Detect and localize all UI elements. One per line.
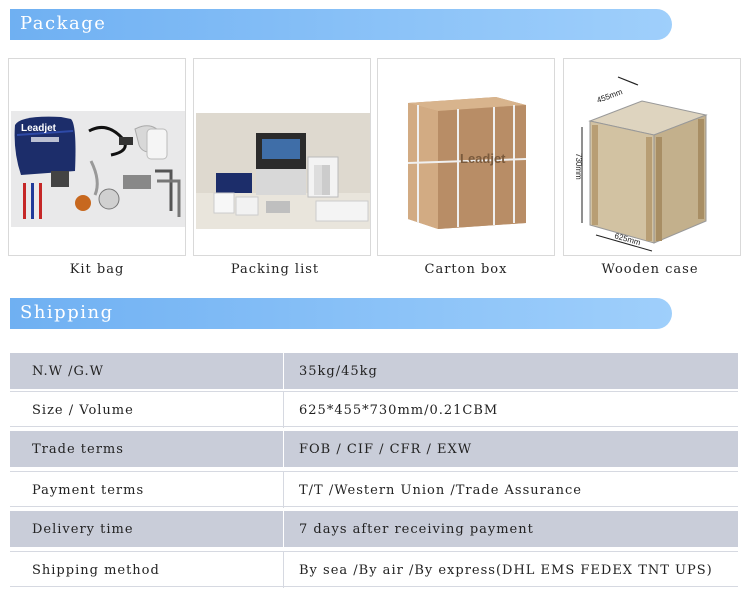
carton-box-photo: Leadjet	[407, 97, 527, 229]
kit-bag-photo: Leadjet	[11, 111, 185, 227]
row-value: FOB / CIF / CFR / EXW	[299, 442, 473, 457]
row-label: Payment terms	[32, 483, 145, 498]
row-value: 625*455*730mm/0.21CBM	[299, 403, 499, 418]
packing-list-caption: Packing list	[230, 262, 320, 277]
table-row: Delivery time 7 days after receiving pay…	[10, 511, 738, 547]
kit-bag-card: Leadjet	[8, 58, 186, 256]
shipping-section-header: Shipping	[10, 298, 672, 329]
shipping-section-title: Shipping	[20, 302, 114, 323]
row-value: T/T /Western Union /Trade Assurance	[299, 483, 582, 498]
row-value: 35kg/45kg	[299, 364, 378, 379]
packing-list-card	[193, 58, 371, 256]
row-label: N.W /G.W	[32, 364, 104, 379]
column-divider	[283, 552, 284, 588]
column-divider	[283, 511, 284, 547]
column-divider	[283, 353, 284, 389]
wooden-case-photo: 455mm 730mm 625mm	[574, 76, 708, 252]
table-row: Trade terms FOB / CIF / CFR / EXW	[10, 431, 738, 467]
wooden-case-caption: Wooden case	[601, 262, 699, 277]
row-label: Shipping method	[32, 563, 160, 578]
column-divider	[283, 392, 284, 428]
row-value: 7 days after receiving payment	[299, 522, 534, 537]
carton-box-brand: Leadjet	[460, 151, 506, 166]
wooden-case-card: 455mm 730mm 625mm	[563, 58, 741, 256]
package-section-header: Package	[10, 9, 672, 40]
carton-box-caption: Carton box	[424, 262, 508, 277]
kit-bag-caption: Kit bag	[69, 262, 125, 277]
row-label: Size / Volume	[32, 403, 134, 418]
row-label: Trade terms	[32, 442, 124, 457]
package-section-title: Package	[20, 13, 107, 34]
row-label: Delivery time	[32, 522, 134, 537]
carton-box-card: Leadjet	[377, 58, 555, 256]
packing-list-photo	[196, 113, 370, 229]
table-row: Payment terms T/T /Western Union /Trade …	[10, 471, 738, 508]
column-divider	[283, 472, 284, 508]
wooden-case-width-label: 455mm	[596, 87, 624, 105]
table-row: Shipping method By sea /By air /By expre…	[10, 551, 738, 588]
column-divider	[283, 431, 284, 467]
wooden-case-height-label: 730mm	[574, 153, 583, 180]
kit-bag-brand: Leadjet	[21, 123, 57, 134]
table-row: Size / Volume 625*455*730mm/0.21CBM	[10, 391, 738, 428]
table-row: N.W /G.W 35kg/45kg	[10, 353, 738, 389]
row-value: By sea /By air /By express(DHL EMS FEDEX…	[299, 563, 713, 578]
